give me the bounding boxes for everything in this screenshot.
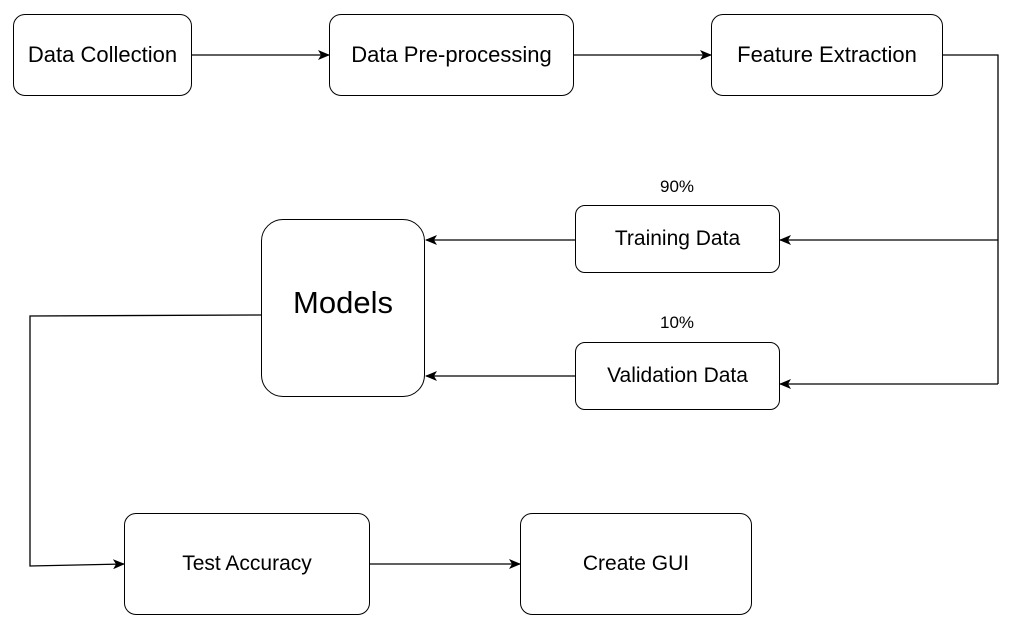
node-feature-extraction: Feature Extraction (711, 14, 943, 96)
validation-split-label: 10% (659, 313, 695, 332)
node-data-preprocessing-label: Data Pre-processing (351, 42, 552, 67)
node-create-gui: Create GUI (520, 513, 752, 615)
node-training-data-label: Training Data (614, 227, 741, 250)
training-split-label: 90% (659, 177, 695, 196)
node-validation-data: Validation Data (575, 342, 780, 410)
node-models-label: Models (293, 285, 393, 320)
node-test-accuracy: Test Accuracy (124, 513, 370, 615)
node-data-collection: Data Collection (13, 14, 192, 96)
node-test-accuracy-label: Test Accuracy (182, 552, 312, 575)
node-training-data: Training Data (575, 205, 780, 273)
node-create-gui-label: Create GUI (582, 552, 690, 575)
node-data-collection-label: Data Collection (27, 42, 178, 67)
connector-feature-extraction-split (943, 54, 999, 384)
arrow-models-to-test-accuracy (29, 314, 262, 570)
node-models: Models (261, 219, 425, 397)
node-validation-data-label: Validation Data (607, 364, 748, 387)
node-data-preprocessing: Data Pre-processing (329, 14, 574, 96)
node-feature-extraction-label: Feature Extraction (737, 42, 917, 67)
